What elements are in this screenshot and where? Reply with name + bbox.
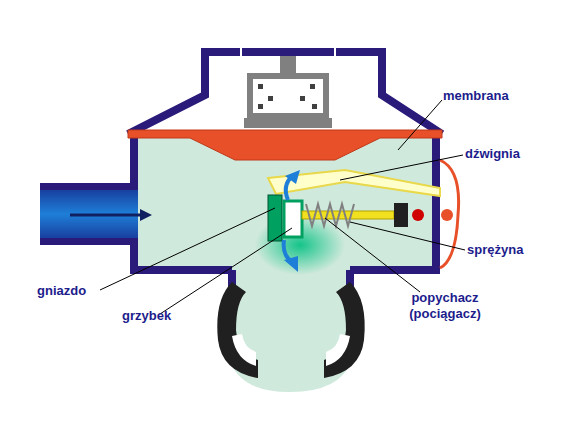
flow-arrow-head xyxy=(140,209,152,221)
clamp-highlight xyxy=(232,334,256,366)
part-label: grzybek xyxy=(122,308,212,324)
inlet-wall xyxy=(40,183,138,190)
clamp-highlight xyxy=(326,334,350,366)
inlet-wall xyxy=(40,238,138,245)
part-label: gniazdo xyxy=(37,283,127,299)
flow-arrow-head xyxy=(284,256,298,272)
rod-tip xyxy=(412,209,424,221)
rod-end xyxy=(394,203,408,227)
cover xyxy=(128,52,442,134)
part-label: popychacz (pociągacz) xyxy=(395,290,495,322)
membrane-side xyxy=(440,160,459,268)
cover-top xyxy=(242,48,334,56)
seat xyxy=(268,195,282,241)
part-label: membrana xyxy=(443,88,533,104)
spring xyxy=(306,204,354,226)
knob-box xyxy=(250,76,326,116)
membrane xyxy=(128,130,442,160)
clamp xyxy=(217,282,258,378)
leader-lines xyxy=(100,100,465,314)
part-label: dźwignia xyxy=(465,146,555,162)
knob-plate xyxy=(244,118,332,128)
part-label: sprężyna xyxy=(467,242,557,258)
clamp xyxy=(324,282,365,378)
knob-dots xyxy=(258,84,317,109)
flow-arrow-head xyxy=(285,170,300,184)
membrane-dot xyxy=(441,209,453,221)
lever xyxy=(268,170,440,196)
flow-arrow xyxy=(70,214,140,217)
